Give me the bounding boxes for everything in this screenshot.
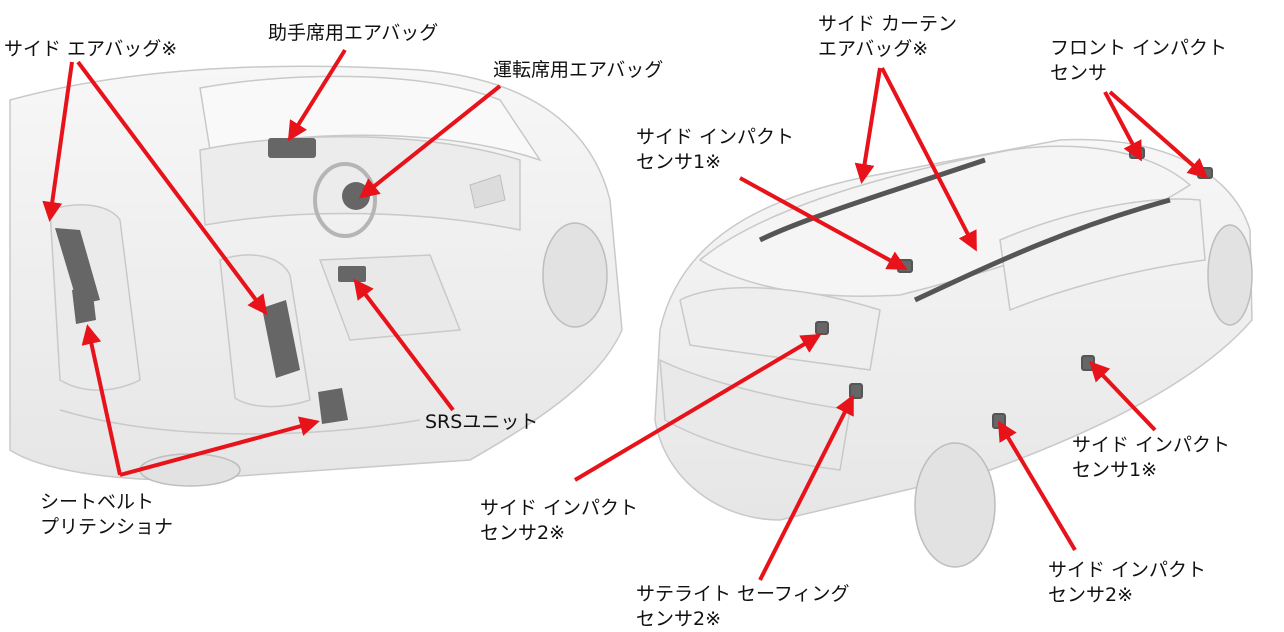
arrow-side-impact1-top bbox=[739, 176, 908, 270]
label-side-impact1-right-line2: センサ1※ bbox=[1072, 459, 1158, 481]
arrow-passenger-airbag bbox=[287, 48, 347, 142]
leader-arrows bbox=[42, 48, 1208, 581]
arrow-front-impact-a bbox=[1103, 91, 1142, 162]
left-car-rear-wheel bbox=[139, 453, 241, 487]
label-seatbelt-line2: プリテンショナ bbox=[40, 516, 174, 538]
label-driver-airbag-text: 運転席用エアバッグ bbox=[493, 59, 664, 81]
label-srs-unit: SRSユニット bbox=[425, 410, 538, 435]
curtain-airbag-left bbox=[758, 157, 986, 243]
label-side-impact2-right-line2: センサ2※ bbox=[1048, 584, 1134, 606]
label-side-airbag: サイド エアバッグ※ bbox=[4, 37, 177, 62]
label-passenger-airbag: 助手席用エアバッグ bbox=[268, 21, 438, 46]
side-impact-sensor1-right bbox=[1081, 355, 1095, 371]
label-satellite-line1: サテライト セーフィング bbox=[636, 583, 850, 605]
right-car-exterior bbox=[654, 138, 1253, 568]
arrow-side-impact2-right bbox=[997, 420, 1077, 552]
label-side-impact1-top-line2: センサ1※ bbox=[636, 151, 722, 173]
arrow-satellite bbox=[758, 394, 854, 581]
label-satellite-line2: センサ2※ bbox=[636, 608, 722, 630]
label-curtain-line2: エアバッグ※ bbox=[818, 38, 929, 60]
left-car-components bbox=[55, 138, 506, 424]
satellite-sensor bbox=[849, 383, 863, 399]
arrow-side-airbag-front bbox=[76, 60, 268, 316]
right-car-rear-wheel bbox=[914, 442, 996, 568]
arrow-curtain-left bbox=[854, 67, 882, 184]
pretensioner-rear bbox=[72, 286, 96, 324]
label-passenger-airbag-text: 助手席用エアバッグ bbox=[268, 22, 439, 44]
label-side-airbag-text: サイド エアバッグ※ bbox=[4, 38, 178, 60]
side-airbag-rear-module bbox=[55, 228, 100, 305]
label-curtain-airbag: サイド カーテン エアバッグ※ bbox=[818, 12, 957, 62]
label-side-impact1-right-line1: サイド インパクト bbox=[1072, 434, 1231, 456]
right-car-side-window bbox=[999, 198, 1206, 312]
label-side-impact2-left-line2: センサ2※ bbox=[480, 522, 566, 544]
side-impact-sensor2-left bbox=[815, 321, 829, 335]
label-side-impact2-left-line1: サイド インパクト bbox=[480, 497, 639, 519]
pretensioner-front bbox=[318, 388, 348, 424]
label-srs-unit-text: SRSユニット bbox=[425, 411, 539, 433]
arrow-srs-unit bbox=[353, 278, 455, 412]
label-curtain-line1: サイド カーテン bbox=[818, 13, 958, 35]
label-seatbelt-pretensioner: シートベルト プリテンショナ bbox=[40, 490, 173, 540]
right-car-tail bbox=[659, 358, 851, 471]
arrow-side-airbag-rear bbox=[42, 61, 74, 222]
arrow-driver-airbag bbox=[358, 84, 502, 199]
arrow-pretensioner-front bbox=[119, 416, 320, 477]
left-car-door-line bbox=[59, 409, 421, 435]
arrow-pretensioner-rear bbox=[81, 324, 122, 476]
srs-unit-module bbox=[338, 266, 366, 282]
label-side-impact1-top: サイド インパクト センサ1※ bbox=[636, 125, 794, 175]
passenger-airbag-module bbox=[268, 138, 316, 158]
left-car-steering-wheel bbox=[313, 162, 377, 238]
right-car-front-wheel bbox=[1207, 224, 1253, 326]
arrow-side-impact2-left bbox=[573, 333, 822, 482]
label-front-impact-sensor: フロント インパクト センサ bbox=[1050, 36, 1227, 86]
label-front-impact-line2: センサ bbox=[1050, 62, 1108, 84]
right-car-roof bbox=[698, 145, 1192, 297]
label-satellite-sensor: サテライト セーフィング センサ2※ bbox=[636, 582, 850, 632]
label-side-impact2-left: サイド インパクト センサ2※ bbox=[480, 496, 638, 546]
side-airbag-front-module bbox=[262, 300, 300, 378]
label-front-impact-line1: フロント インパクト bbox=[1050, 37, 1228, 59]
arrow-side-impact1-right bbox=[1089, 361, 1157, 432]
side-mirror-left bbox=[469, 174, 506, 209]
label-side-impact1-top-line1: サイド インパクト bbox=[636, 126, 795, 148]
label-side-impact2-right: サイド インパクト センサ2※ bbox=[1048, 558, 1206, 608]
arrow-curtain-right bbox=[880, 67, 977, 252]
arrow-front-impact-b bbox=[1108, 90, 1208, 179]
label-seatbelt-line1: シートベルト bbox=[40, 491, 155, 513]
right-car-rear-glass bbox=[679, 286, 881, 371]
label-driver-airbag: 運転席用エアバッグ bbox=[493, 58, 663, 83]
driver-airbag-module bbox=[342, 182, 370, 210]
curtain-airbag-right bbox=[913, 197, 1171, 303]
left-car-front-wheel bbox=[542, 222, 608, 328]
label-side-impact1-right: サイド インパクト センサ1※ bbox=[1072, 433, 1230, 483]
label-side-impact2-right-line1: サイド インパクト bbox=[1048, 559, 1207, 581]
